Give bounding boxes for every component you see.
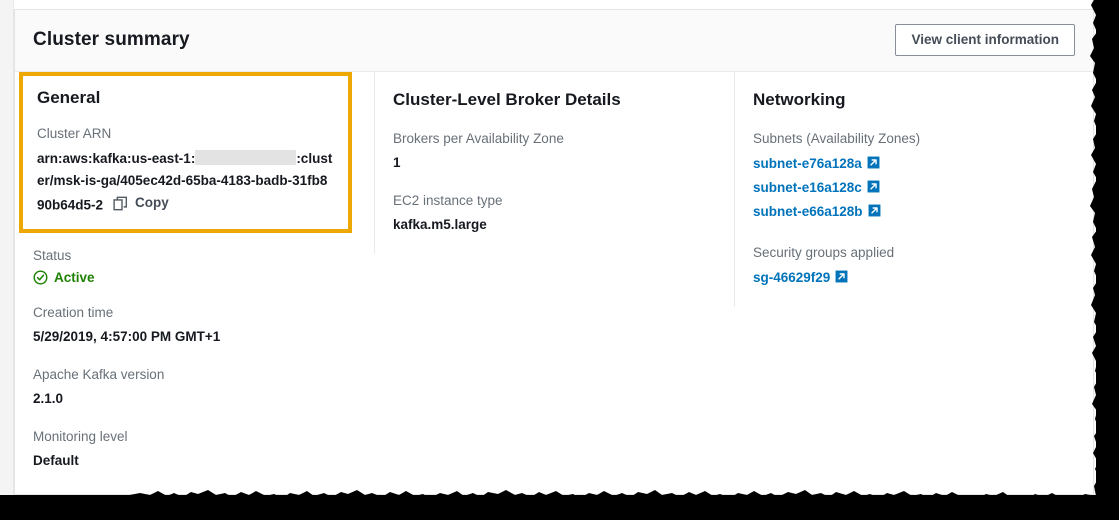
field-status: Status Active	[33, 247, 355, 285]
list-item: subnet-e16a128c	[753, 177, 1076, 198]
copy-arn-button[interactable]: Copy	[113, 192, 169, 214]
cluster-arn-suffix: :cluster/msk-is-ga/405ec42d-65ba-4183-ba…	[37, 151, 333, 213]
section-title-general: General	[37, 88, 101, 107]
external-link-icon	[868, 202, 881, 217]
creation-time-value: 5/29/2019, 4:57:00 PM GMT+1	[33, 329, 221, 345]
list-item: subnet-e76a128a	[753, 153, 1076, 174]
list-item: subnet-e66a128b	[753, 201, 1076, 222]
column-networking: Networking Subnets (Availability Zones) …	[734, 72, 1094, 308]
kafka-version-value: 2.1.0	[33, 390, 64, 406]
subnet-link-list: subnet-e76a128a subnet-e16a128c subnet-e…	[753, 153, 1076, 222]
section-title-networking: Networking	[753, 90, 846, 109]
security-group-link-0[interactable]: sg-46629f29	[753, 270, 831, 286]
subnets-label: Subnets (Availability Zones)	[753, 131, 921, 146]
field-ec2-instance-type: EC2 instance type kafka.m5.large	[393, 192, 716, 235]
general-remaining-fields: Status Active Creation time 5/29/2019, 4…	[15, 233, 373, 471]
column-broker-details: Cluster-Level Broker Details Brokers per…	[374, 72, 734, 254]
field-monitoring-level: Monitoring level Default	[33, 428, 355, 471]
external-link-icon	[835, 268, 848, 283]
status-badge: Active	[33, 270, 355, 285]
security-groups-label: Security groups applied	[753, 245, 895, 261]
field-security-groups: Security groups applied sg-46629f29	[753, 244, 1076, 288]
cluster-summary-card: Cluster summary View client information …	[14, 9, 1094, 495]
field-kafka-version: Apache Kafka version 2.1.0	[33, 366, 355, 409]
general-highlight-box: General Cluster ARN arn:aws:kafka:us-eas…	[19, 72, 352, 233]
external-link-icon	[867, 178, 880, 193]
brokers-per-az-label: Brokers per Availability Zone	[393, 131, 564, 146]
field-cluster-arn: Cluster ARN arn:aws:kafka:us-east-1::clu…	[37, 125, 334, 217]
list-item: sg-46629f29	[753, 267, 1076, 288]
page-title: Cluster summary	[33, 29, 190, 50]
brokers-per-az-value: 1	[393, 155, 401, 171]
page-left-gutter	[0, 0, 14, 495]
subnet-link-1[interactable]: subnet-e16a128c	[753, 180, 862, 196]
subnet-link-2[interactable]: subnet-e66a128b	[753, 204, 863, 220]
subnet-link-0[interactable]: subnet-e76a128a	[753, 156, 862, 172]
section-title-broker-details: Cluster-Level Broker Details	[393, 90, 621, 109]
monitoring-level-label: Monitoring level	[33, 428, 128, 444]
security-group-link-list: sg-46629f29	[753, 267, 1076, 288]
creation-time-label: Creation time	[33, 304, 114, 320]
check-circle-icon	[33, 270, 48, 285]
status-value: Active	[54, 269, 95, 285]
page-surface: Cluster summary View client information …	[0, 0, 1096, 495]
field-creation-time: Creation time 5/29/2019, 4:57:00 PM GMT+…	[33, 304, 355, 347]
copy-label: Copy	[135, 195, 169, 211]
cluster-arn-value: arn:aws:kafka:us-east-1::cluster/msk-is-…	[37, 148, 334, 217]
field-brokers-per-az: Brokers per Availability Zone 1	[393, 130, 716, 173]
card-header: Cluster summary View client information	[15, 10, 1093, 72]
cluster-arn-label: Cluster ARN	[37, 126, 112, 141]
cluster-arn-prefix: arn:aws:kafka:us-east-1:	[37, 151, 196, 167]
monitoring-level-value: Default	[33, 452, 79, 468]
external-link-icon	[867, 154, 880, 169]
copy-icon	[113, 196, 128, 211]
view-client-information-button[interactable]: View client information	[895, 24, 1075, 56]
status-label: Status	[33, 247, 72, 263]
summary-columns: General Cluster ARN arn:aws:kafka:us-eas…	[15, 72, 1093, 495]
ec2-instance-type-value: kafka.m5.large	[393, 217, 487, 232]
ec2-instance-type-label: EC2 instance type	[393, 192, 503, 208]
cluster-arn-redaction-block	[195, 150, 297, 166]
kafka-version-label: Apache Kafka version	[33, 366, 165, 382]
field-subnets: Subnets (Availability Zones) subnet-e76a…	[753, 130, 1076, 222]
column-general: General Cluster ARN arn:aws:kafka:us-eas…	[15, 72, 373, 489]
